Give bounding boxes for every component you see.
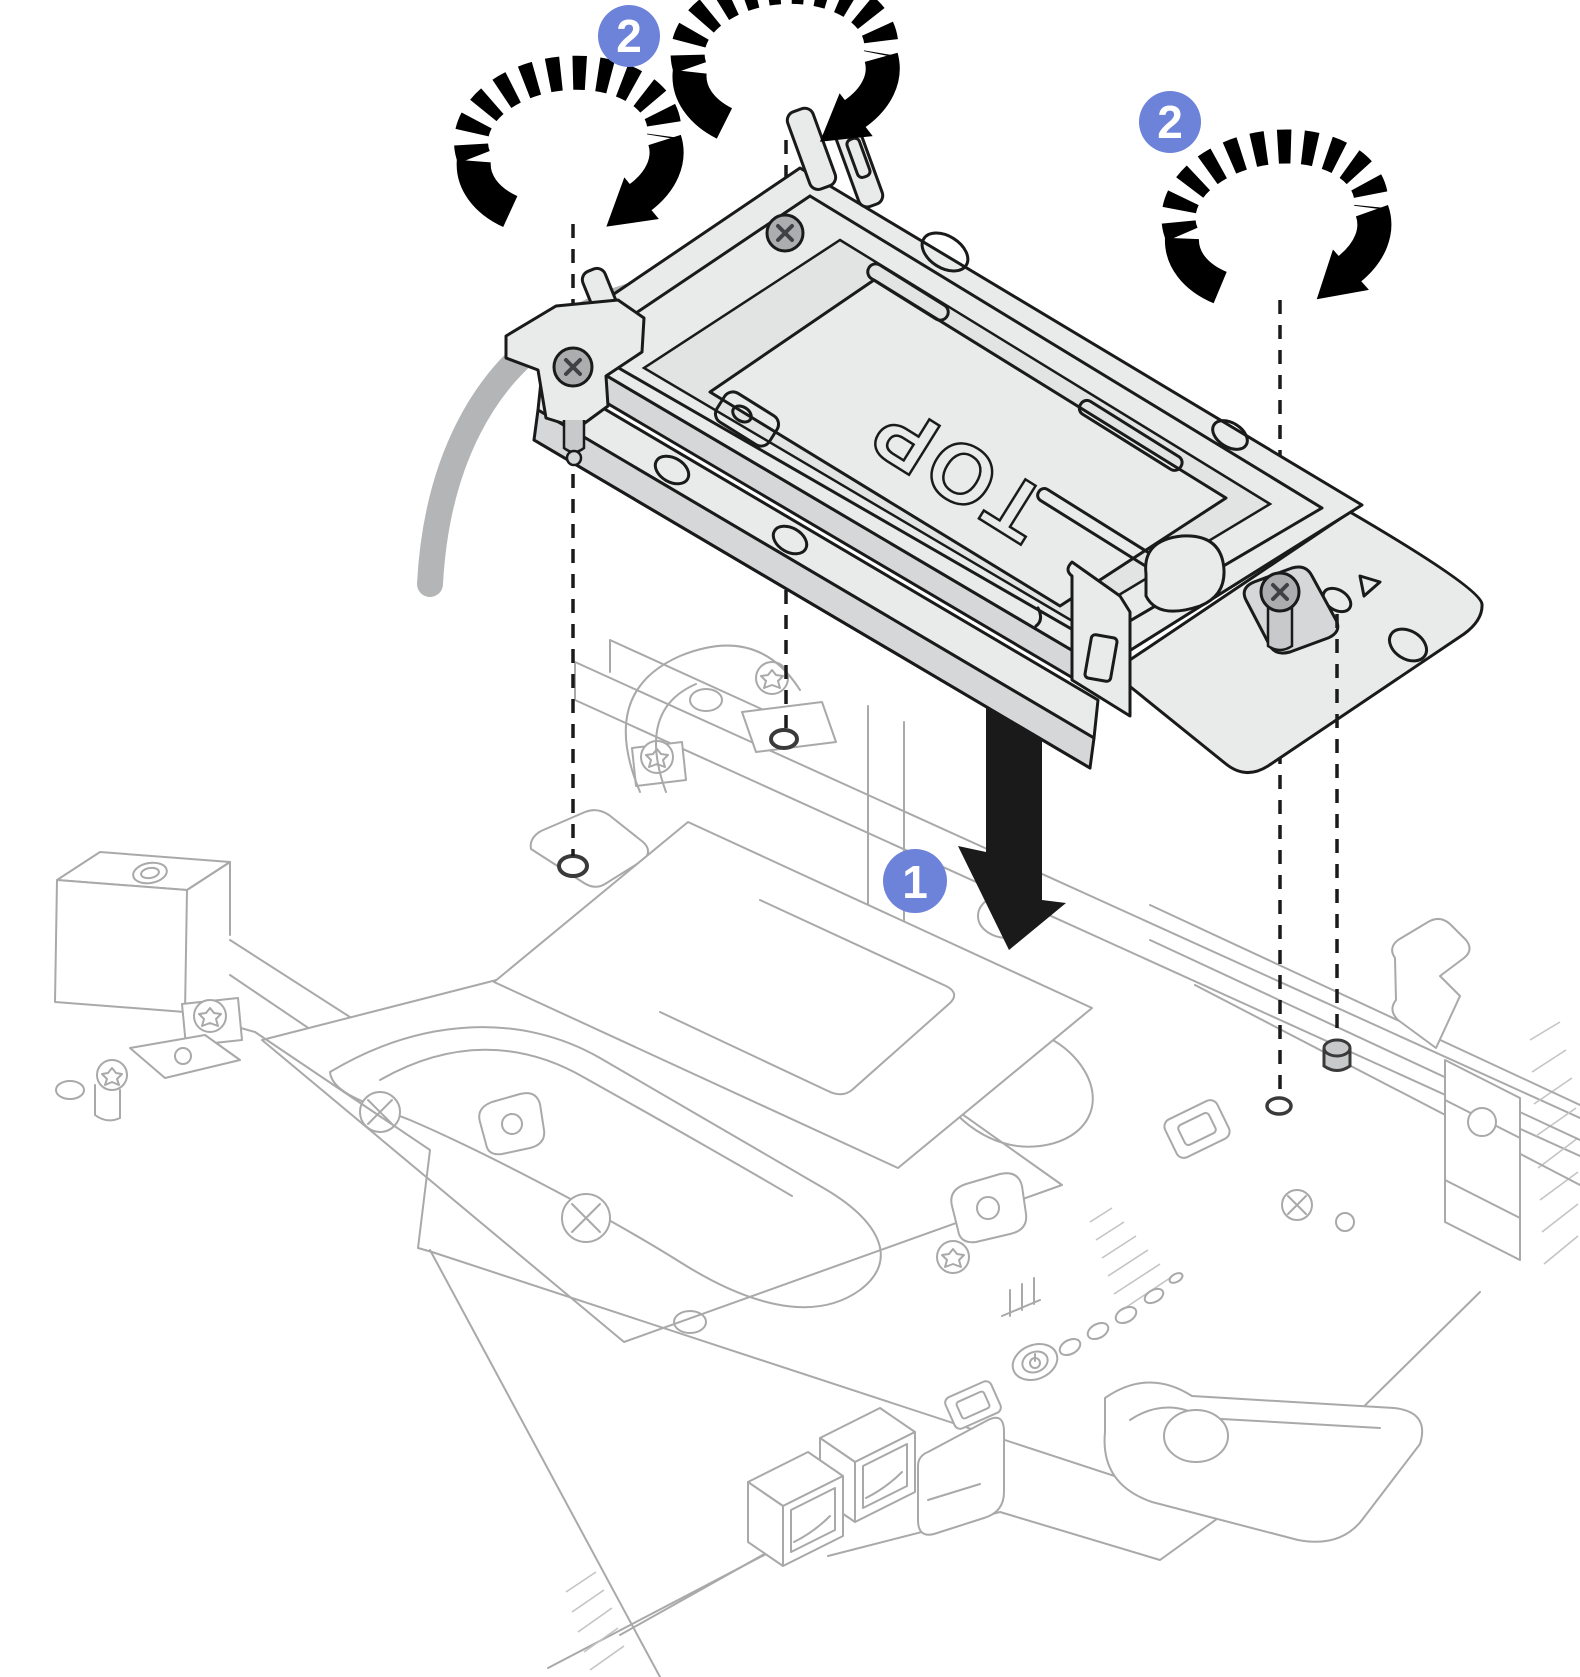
step-badge-2-left: 2 — [598, 5, 660, 67]
torque-screwdriver-icon-right — [1161, 129, 1392, 304]
latch-arm — [1103, 1381, 1424, 1543]
right-target-holes — [1265, 1038, 1352, 1116]
chassis-left-post — [54, 851, 231, 1013]
step-badge-2-right: 2 — [1139, 91, 1201, 153]
step-badge-2-left-label: 2 — [616, 10, 642, 62]
nut-standoff — [936, 1172, 1028, 1274]
cage-connectors — [747, 1407, 1005, 1567]
captive-screw-middle — [765, 213, 805, 253]
left-bracket-screws — [55, 1034, 241, 1122]
triangle-marker — [1358, 574, 1382, 598]
drive-top-plate — [708, 278, 1228, 608]
torque-screwdriver-icon-middle — [670, 0, 900, 142]
rear-rail — [574, 639, 1580, 1157]
drive-mounting-plate — [493, 821, 1093, 1169]
middle-screw-hole — [741, 701, 837, 753]
hatch-patch-front — [1089, 1207, 1171, 1311]
right-rails — [1149, 904, 1580, 1261]
hatch-patch-left-face — [565, 1571, 625, 1671]
torx-screw — [181, 997, 243, 1047]
usb-connector — [944, 1380, 1002, 1430]
tray-latch — [1034, 534, 1226, 718]
left-screw-hole-standoff — [529, 809, 649, 888]
drive-tray: TOP — [504, 106, 1484, 774]
hatch-patch-right — [1529, 1021, 1579, 1265]
cold-plate — [261, 927, 1094, 1343]
step-badge-1: 1 — [883, 849, 947, 913]
step-badge-2-right-label: 2 — [1157, 96, 1183, 148]
deck-edges — [254, 1031, 1149, 1677]
bezel-handle — [917, 1416, 1005, 1536]
captive-screw-left — [552, 346, 594, 388]
pipe-bend — [624, 644, 801, 793]
captive-screw-right — [1259, 571, 1301, 652]
front-face — [827, 1172, 1481, 1561]
chassis-line-art — [54, 639, 1580, 1677]
step-badge-1-label: 1 — [902, 856, 928, 908]
power-button-icon — [1011, 1343, 1059, 1381]
pin-header — [1001, 1277, 1041, 1317]
torque-screwdriver-icon-left — [454, 55, 684, 227]
